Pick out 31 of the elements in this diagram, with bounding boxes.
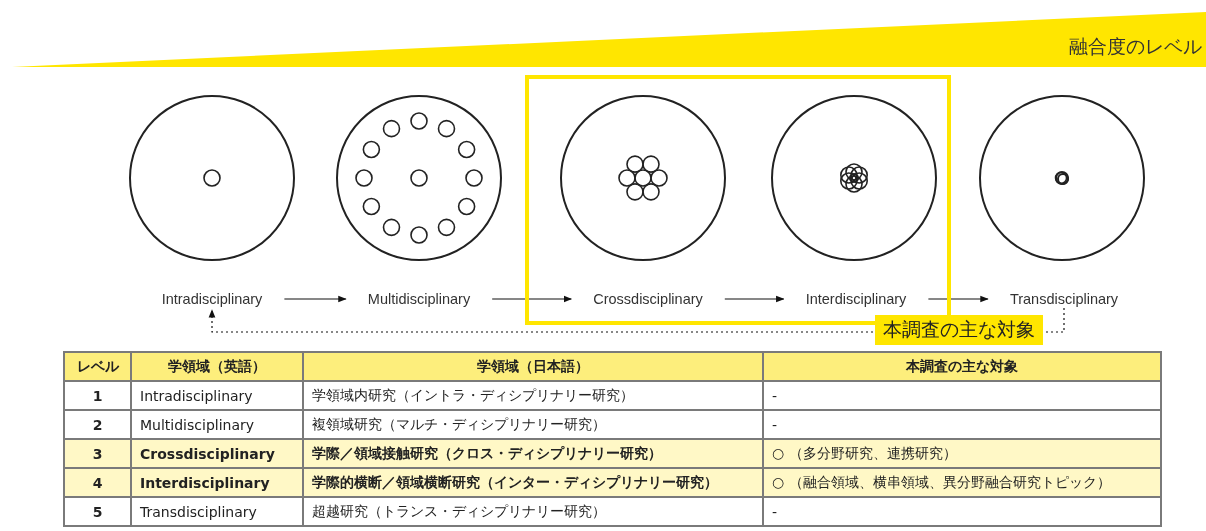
level-label: Intradisciplinary (139, 290, 285, 308)
table-cell: 5 (64, 497, 131, 526)
table-header-cell: 学領域（日本語） (303, 352, 763, 381)
table-cell: Transdisciplinary (131, 497, 303, 526)
table-cell: ○ （融合領域、横串領域、異分野融合研究トピック） (763, 468, 1161, 497)
table-cell: 学際的横断／領域横断研究（インター・ディシプリナリー研究） (303, 468, 763, 497)
scale-title: 融合度のレベル (1069, 34, 1202, 59)
table-cell: ○ （多分野研究、連携研究） (763, 439, 1161, 468)
table-cell: 1 (64, 381, 131, 410)
table-cell: - (763, 381, 1161, 410)
level-label: Multidisciplinary (345, 290, 493, 308)
arrow (724, 295, 785, 303)
frame-label: 本調査の主な対象 (875, 315, 1043, 345)
level-label: Interdisciplinary (783, 290, 929, 308)
table-cell: 3 (64, 439, 131, 468)
table-cell: 超越研究（トランス・ディシプリナリー研究） (303, 497, 763, 526)
table-cell: Crossdisciplinary (131, 439, 303, 468)
table-header-cell: 学領域（英語） (131, 352, 303, 381)
level-label: Crossdisciplinary (571, 290, 725, 308)
table-header-cell: 本調査の主な対象 (763, 352, 1161, 381)
table-cell: 学領域内研究（イントラ・ディシプリナリー研究） (303, 381, 763, 410)
table-cell: Intradisciplinary (131, 381, 303, 410)
level-label: Transdisciplinary (987, 290, 1141, 308)
table-header-cell: レベル (64, 352, 131, 381)
table-cell: 4 (64, 468, 131, 497)
arrow (283, 295, 347, 303)
table-cell: - (763, 497, 1161, 526)
table-cell: Interdisciplinary (131, 468, 303, 497)
table-cell: 学際／領域接触研究（クロス・ディシプリナリー研究） (303, 439, 763, 468)
arrow (927, 295, 989, 303)
arrow (491, 295, 573, 303)
